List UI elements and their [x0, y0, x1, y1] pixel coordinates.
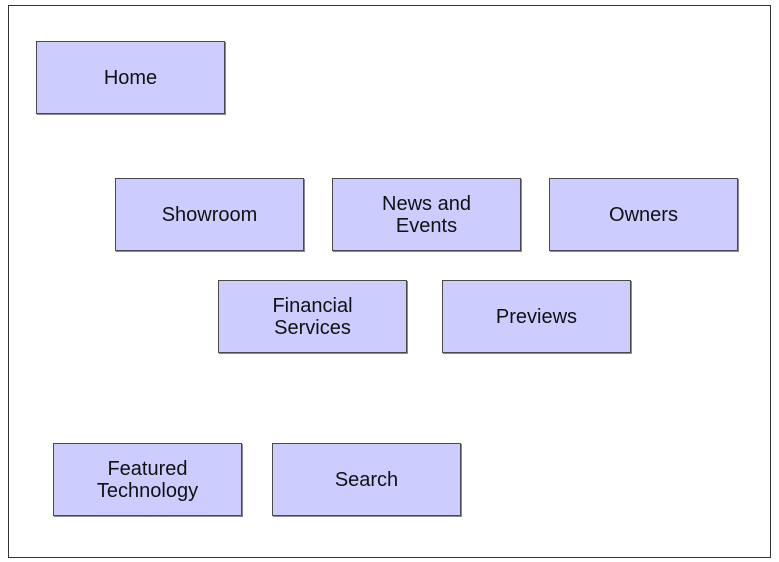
- featured-technology-box[interactable]: Featured Technology: [53, 443, 242, 516]
- sitemap-diagram-frame: Home Showroom News and Events Owners Fin…: [8, 5, 771, 558]
- financial-services-box[interactable]: Financial Services: [218, 280, 407, 353]
- news-and-events-box[interactable]: News and Events: [332, 178, 521, 251]
- search-box[interactable]: Search: [272, 443, 461, 516]
- owners-box[interactable]: Owners: [549, 178, 738, 251]
- previews-box[interactable]: Previews: [442, 280, 631, 353]
- showroom-box[interactable]: Showroom: [115, 178, 304, 251]
- home-box[interactable]: Home: [36, 41, 225, 114]
